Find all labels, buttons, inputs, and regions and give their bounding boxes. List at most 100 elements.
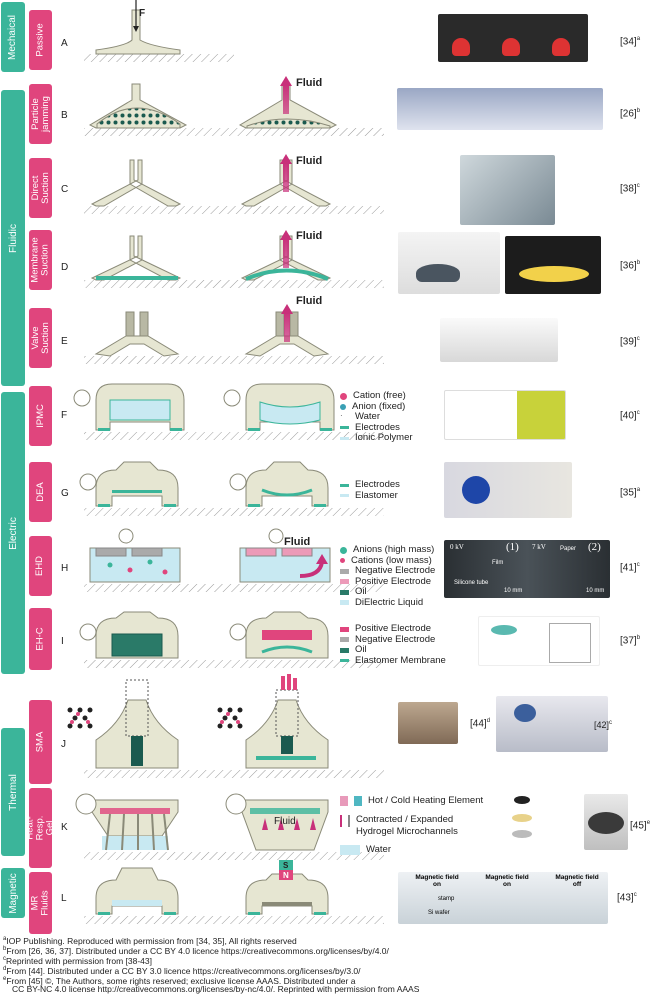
category-fluidic: Fluidic (1, 90, 25, 386)
diagram-dea (79, 461, 384, 516)
photo-direct-suction (460, 155, 555, 225)
fluid-label-h: Fluid (284, 536, 311, 548)
fluid-label-b: Fluid (296, 77, 323, 89)
ehd-num-right: (2) (588, 541, 601, 553)
ref-i: [37]b (620, 635, 641, 647)
mr-stamp: stamp (438, 896, 455, 902)
row-letter-h: H (61, 563, 69, 574)
ref-c: [38]c (620, 183, 640, 195)
row-letter-g: G (61, 488, 69, 499)
legend-ehd: Anions (high mass) Cations (low mass) Ne… (340, 544, 435, 608)
fluid-label-k: Fluid (274, 816, 296, 827)
footnote-e: eFrom [45] ©, The Authors, some rights r… (3, 975, 356, 986)
ehd-scale-right: 10 mm (586, 588, 605, 594)
mr-wafer: Si wafer (428, 910, 450, 916)
photo-valve-suction (440, 318, 558, 362)
ref-f: [40]c (620, 410, 640, 422)
category-thermal: Thermal (1, 728, 25, 856)
ref-sma-2: [42]c (594, 720, 613, 730)
category-magnetic: Magnetic (1, 868, 25, 918)
ref-b: [26]b (620, 108, 641, 120)
footnote-b: bFrom [26, 36, 37]. Distributed under a … (3, 945, 389, 956)
ref-e: [39]c (620, 336, 640, 348)
photo-sma-b (496, 696, 608, 752)
photo-dea (444, 462, 572, 518)
row-letter-j: J (61, 739, 66, 750)
tag-passive: Passive (29, 10, 52, 70)
photo-ehd: 0 kV 7 kV (1) (2) Film Silicone tube Pap… (444, 540, 610, 598)
row-letter-f: F (61, 410, 68, 421)
diagram-ipmc (73, 383, 384, 440)
fluid-label-e: Fluid (296, 295, 323, 307)
category-mechanical: Mechaical (1, 2, 25, 72)
ref-g: [35]a (620, 487, 641, 499)
legend-gel: Hot / Cold Heating Element Contracted / … (340, 795, 483, 856)
ref-k: [45]e (630, 820, 651, 832)
ref-a: [34]a (620, 36, 641, 48)
row-letter-a: A (61, 38, 68, 49)
photo-ehc (478, 616, 600, 666)
tag-mr-fluids: MR Fluids (29, 872, 52, 934)
diagram-sma (67, 674, 384, 778)
ref-h: [41]c (620, 562, 640, 574)
tag-valve-suction: Valve Suction (29, 308, 52, 368)
magnet-north (279, 870, 293, 880)
diagram-ehd (84, 528, 384, 592)
ehd-voltage-right: 7 kV (532, 543, 546, 551)
tag-direct-suction: Direct Suction (29, 158, 52, 218)
diagram-membrane-suction (84, 230, 384, 288)
tag-ipmc: IPMC (29, 386, 52, 446)
tag-dea: DEA (29, 462, 52, 522)
row-letter-b: B (61, 110, 68, 121)
photo-particle-jamming (397, 88, 603, 130)
photo-heat-gel-a (508, 792, 576, 854)
ehd-num-left: (1) (506, 541, 519, 553)
diagram-passive: F (84, 0, 234, 62)
tag-particle-jamming: Particle jamming (29, 84, 52, 144)
legend-ipmc: Cation (free) Anion (fixed) ·Water Elect… (340, 390, 413, 443)
footnote-a: aIOP Publishing. Reproduced with permiss… (3, 935, 297, 946)
fluid-label-c: Fluid (296, 155, 323, 167)
mr-panel2: Magnetic field on (485, 874, 529, 888)
diagram-particle-jamming (84, 76, 384, 136)
mr-panel1: Magnetic field on (415, 874, 459, 888)
photo-heat-gel-b (584, 794, 628, 850)
ref-sma-1: [44]d (470, 718, 491, 730)
footnote-c: cReprinted with permission from [38-43] (3, 955, 152, 966)
row-letter-l: L (61, 893, 67, 904)
photo-passive (438, 14, 588, 62)
tag-ehd: EHD (29, 536, 52, 596)
row-letter-k: K (61, 822, 68, 833)
photo-mr-fluids: Magnetic field on Magnetic field on Magn… (398, 872, 608, 924)
photo-membrane-suction-b (505, 236, 601, 294)
tag-heat-resp-gel: Heat-Resp. Gel (25, 788, 56, 868)
magnet-south (279, 860, 293, 870)
photo-ipmc (444, 390, 566, 440)
ehd-tube: Silicone tube (454, 580, 489, 586)
footnote-e-cont: CC BY-NC 4.0 license http://creativecomm… (12, 984, 420, 994)
tag-ehc: EH-C (29, 608, 52, 670)
ehd-scale-left: 10 mm (504, 588, 523, 594)
tag-sma: SMA (29, 700, 52, 784)
photo-membrane-suction-a (398, 232, 500, 294)
diagram-valve-suction (84, 304, 384, 364)
ehd-paper: Paper (560, 546, 577, 552)
diagram-direct-suction (84, 154, 384, 214)
row-letter-d: D (61, 262, 69, 273)
legend-ehc: Positive Electrode Negative Electrode Oi… (340, 623, 446, 666)
diagram-heat-gel (75, 793, 384, 860)
row-letter-c: C (61, 184, 69, 195)
mr-panel3: Magnetic field off (555, 874, 599, 888)
magnet-n-label: N (283, 871, 289, 880)
footnote-d: dFrom [44]. Distributed under a CC BY 3.… (3, 965, 361, 976)
row-letter-e: E (61, 336, 68, 347)
tag-membrane-suction: Membrane Suction (29, 230, 52, 290)
photo-sma-a (398, 702, 458, 744)
ref-d: [36]b (620, 260, 641, 272)
category-electric: Electric (1, 392, 25, 674)
ehd-film: Film (492, 560, 504, 566)
diagram-ehc (79, 611, 384, 668)
diagram-mr-fluids: S N (84, 860, 384, 924)
row-letter-i: I (61, 636, 64, 647)
